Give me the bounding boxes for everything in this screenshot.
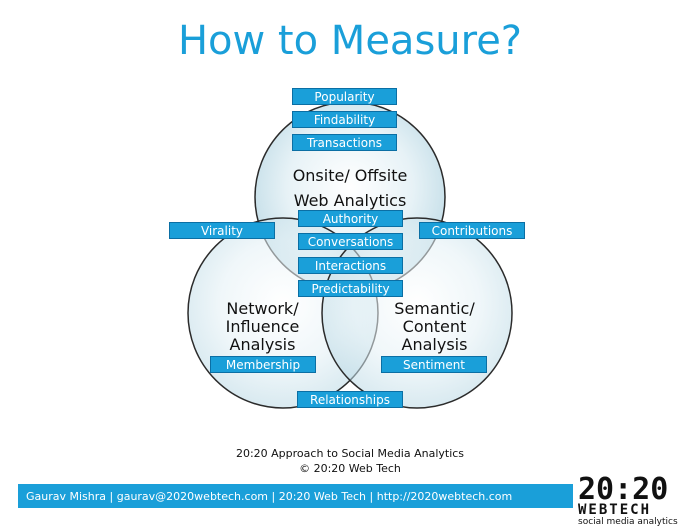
label-line: Analysis — [401, 335, 468, 354]
circle-label-network-analysis: Network/ Influence Analysis — [200, 300, 325, 354]
footer-divider — [18, 484, 573, 486]
circle-label-web-analytics: Onsite/ Offsite Web Analytics — [270, 163, 430, 213]
tag-virality: Virality — [169, 222, 275, 239]
logo-wordmark: WEBTECH — [578, 502, 652, 518]
tag-conversations: Conversations — [298, 233, 403, 250]
label-line: Analysis — [229, 335, 296, 354]
footer-text: Gaurav Mishra | gaurav@2020webtech.com |… — [26, 490, 513, 503]
tag-findability: Findability — [292, 111, 397, 128]
tag-interactions: Interactions — [298, 257, 403, 274]
tag-predictability: Predictability — [298, 280, 403, 297]
footer-bar: Gaurav Mishra | gaurav@2020webtech.com |… — [18, 486, 573, 508]
label-line: Web Analytics — [293, 191, 407, 210]
caption-copyright: © 20:20 Web Tech — [299, 462, 401, 475]
tag-membership: Membership — [210, 356, 316, 373]
tag-transactions: Transactions — [292, 134, 397, 151]
label-line: Influence — [225, 317, 300, 336]
label-line: Network/ — [226, 299, 299, 318]
tag-contributions: Contributions — [419, 222, 525, 239]
company-logo: 20:20 WEBTECH social media analytics — [578, 472, 696, 527]
label-line: Onsite/ Offsite — [292, 166, 408, 185]
tag-popularity: Popularity — [292, 88, 397, 105]
page-title: How to Measure? — [177, 18, 523, 64]
logo-tagline: social media analytics — [578, 517, 678, 527]
label-line: Content — [402, 317, 467, 336]
tag-relationships: Relationships — [297, 391, 403, 408]
logo-numerals: 20:20 — [578, 472, 669, 507]
tag-authority: Authority — [298, 210, 403, 227]
tag-sentiment: Sentiment — [381, 356, 487, 373]
circle-label-content-analysis: Semantic/ Content Analysis — [372, 300, 497, 354]
caption-approach: 20:20 Approach to Social Media Analytics — [235, 447, 465, 460]
label-line: Semantic/ — [394, 299, 475, 318]
